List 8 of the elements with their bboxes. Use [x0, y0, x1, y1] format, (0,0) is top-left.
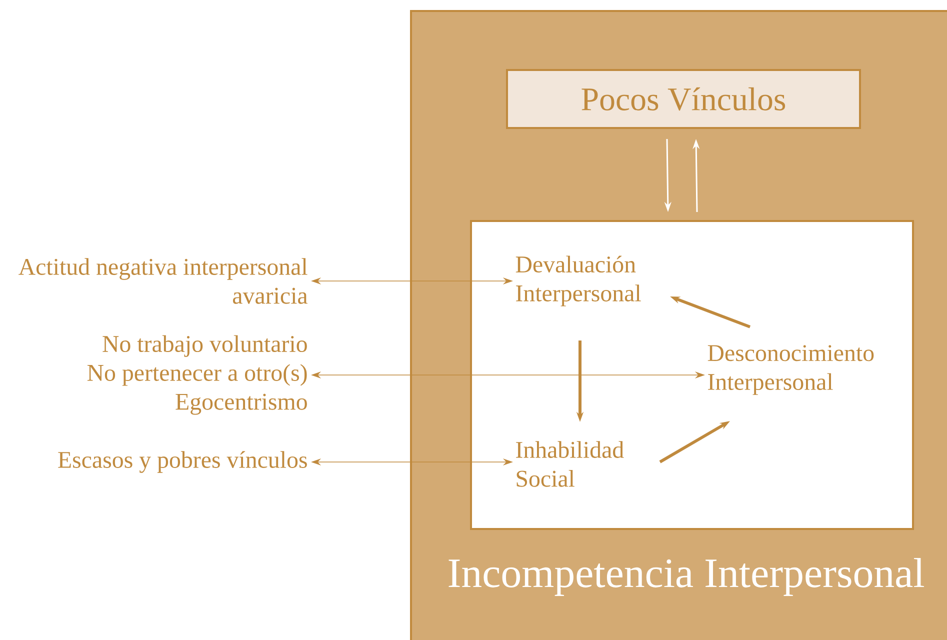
concept-text: Desconocimiento Interpersonal — [708, 345, 874, 395]
concept-text: Devaluación Interpersonal — [516, 256, 641, 306]
title-box: Pocos Vínculos — [506, 69, 861, 129]
factor-text: Escasos y pobres vínculos — [58, 451, 307, 473]
concept-text: Inhabilidad Social — [516, 441, 624, 487]
inner-box — [470, 220, 914, 530]
factor-text: Actitud negativa interpersonal avaricia — [18, 258, 308, 304]
factor-text: No trabajo voluntario No pertenecer a otro(s) Egocentrismo — [87, 335, 307, 415]
